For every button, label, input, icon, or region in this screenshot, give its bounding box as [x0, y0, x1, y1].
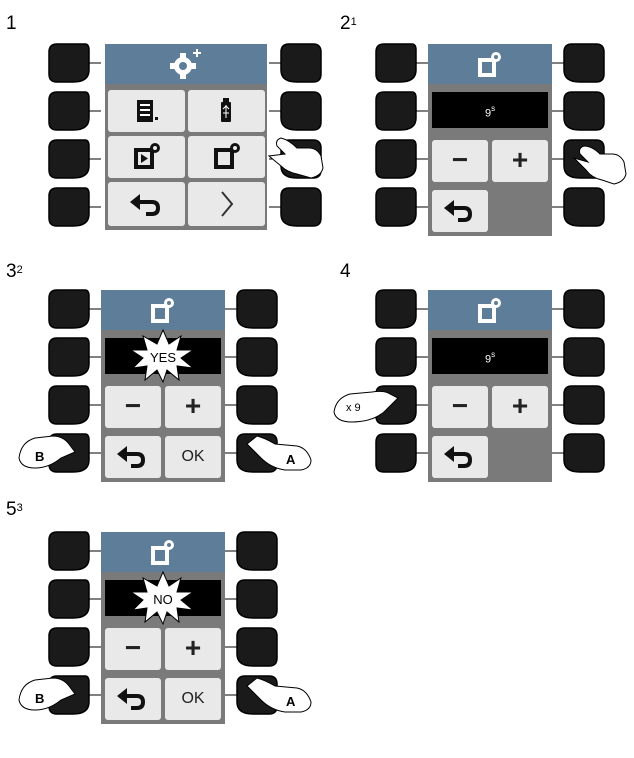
timer-settings-button-a[interactable]: [108, 136, 185, 178]
side-buttons: [48, 289, 278, 473]
settings-plus-icon: [170, 49, 201, 79]
screen-header: [428, 44, 552, 84]
decrease-button[interactable]: −: [105, 628, 161, 670]
increase-button[interactable]: +: [165, 386, 221, 428]
ok-button[interactable]: OK: [165, 678, 221, 720]
hand-label-a: A: [286, 452, 296, 467]
pointing-hand-icon: [18, 435, 76, 469]
screen-settings-icon: [478, 52, 501, 77]
pointing-hand-icon: [267, 137, 324, 179]
step-label-5: 53: [6, 499, 23, 520]
step-label-1: 1: [6, 13, 17, 34]
pointing-hand-icon: [18, 677, 76, 711]
increase-button[interactable]: +: [165, 628, 221, 670]
back-button[interactable]: [105, 678, 161, 720]
decrease-button[interactable]: −: [105, 386, 161, 428]
screen-settings-icon: [151, 540, 174, 565]
back-arrow-icon: [117, 446, 146, 468]
panel-4: 9s − + x 9: [333, 286, 634, 516]
button-right-2: [280, 91, 322, 131]
back-button[interactable]: [108, 182, 185, 226]
usb-icon: [221, 98, 231, 122]
hand-label-b: B: [35, 691, 45, 706]
usb-button[interactable]: [188, 90, 265, 132]
repeat-count-label: x 9: [346, 402, 361, 414]
button-left-1: [48, 43, 90, 83]
button-left-2: [48, 91, 90, 131]
back-button[interactable]: [432, 190, 488, 232]
back-arrow-icon: [117, 688, 146, 710]
step-label-4: 4: [340, 261, 351, 282]
back-button[interactable]: [105, 436, 161, 478]
screen-settings-icon: [151, 298, 174, 323]
screen-settings-icon: [134, 143, 160, 169]
decrease-button[interactable]: −: [432, 140, 488, 182]
screen-settings-icon: [478, 298, 501, 323]
timer-settings-button-b[interactable]: [188, 136, 265, 178]
pointing-hand-icon: [246, 435, 312, 471]
yes-label: YES: [149, 350, 176, 365]
pointing-hand-icon: [246, 677, 312, 713]
panel-2: 9s − +: [372, 40, 634, 270]
side-buttons: [48, 531, 278, 715]
screen-header: [101, 290, 225, 330]
step-label-3: 32: [6, 261, 23, 282]
increase-button[interactable]: +: [492, 140, 548, 182]
panel-5: NO − + OK B A: [18, 528, 325, 758]
pointing-hand-icon: [572, 145, 627, 185]
display-screen: [105, 44, 267, 230]
display-screen: YES − + OK: [101, 290, 225, 482]
chevron-right-icon: [221, 191, 234, 217]
hand-label-a: A: [286, 694, 296, 709]
screen-header: [428, 290, 552, 330]
panel-1: [45, 40, 325, 270]
screen-settings-icon: [214, 143, 240, 169]
button-right-4: [280, 187, 322, 227]
button-left-4: [48, 187, 90, 227]
info-button[interactable]: [108, 90, 185, 132]
timer-value-display: 9s: [432, 338, 548, 374]
increase-button[interactable]: +: [492, 386, 548, 428]
button-right-1: [280, 43, 322, 83]
display-screen: NO − + OK: [101, 532, 225, 724]
pointing-hand-icon: [333, 390, 399, 423]
back-button[interactable]: [432, 436, 488, 478]
timer-value-display: 9s: [432, 92, 548, 128]
panel-3: YES − + OK B A: [18, 286, 325, 516]
document-icon: [137, 100, 158, 122]
back-arrow-icon: [444, 446, 473, 468]
button-left-3: [48, 139, 90, 179]
back-arrow-icon: [130, 194, 161, 216]
display-screen: 9s − +: [428, 290, 552, 482]
display-screen: 9s − +: [428, 44, 552, 236]
ok-button[interactable]: OK: [165, 436, 221, 478]
decrease-button[interactable]: −: [432, 386, 488, 428]
step-label-2: 21: [340, 13, 357, 34]
starburst-icon: [129, 328, 195, 384]
screen-header: [101, 532, 225, 572]
no-label: NO: [153, 592, 173, 607]
starburst-icon: [129, 570, 195, 626]
back-arrow-icon: [444, 200, 473, 222]
hand-label-b: B: [35, 449, 45, 464]
next-button[interactable]: [188, 182, 265, 226]
screen-header: [105, 44, 267, 84]
